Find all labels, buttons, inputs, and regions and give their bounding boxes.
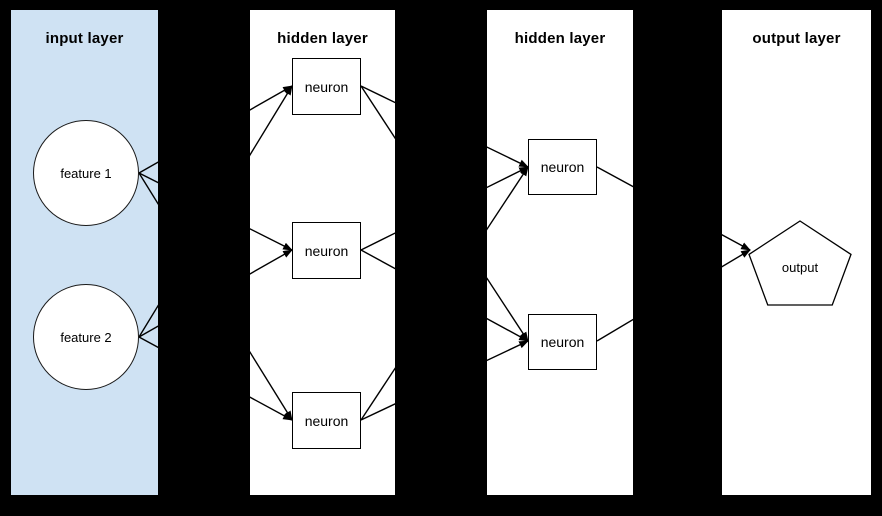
edge-hidden1-neuron-1-to-hidden2-neuron-2 <box>487 277 529 342</box>
edge-hidden1-neuron-3-to-hidden2-neuron-1 <box>360 367 395 421</box>
edge-feature-2-to-hidden1-neuron-3 <box>138 336 158 349</box>
edge-feature-2-to-hidden1-neuron-1 <box>250 85 293 157</box>
layer-column-hidden2[interactable]: hidden layer <box>487 10 633 495</box>
node-output-pentagon[interactable]: output <box>748 220 852 306</box>
edge-feature-2-to-hidden1-neuron-1 <box>138 304 158 338</box>
edge-hidden1-neuron-3-to-hidden2-neuron-2 <box>487 340 529 362</box>
edge-hidden1-neuron-1-to-hidden2-neuron-1 <box>360 85 395 104</box>
node-hidden2-neuron-1[interactable]: neuron <box>528 139 597 195</box>
edge-hidden1-neuron-3-to-hidden2-neuron-1 <box>487 166 529 231</box>
layer-title-output: output layer <box>752 30 841 47</box>
edge-feature-1-to-hidden1-neuron-2 <box>138 172 158 184</box>
edge-hidden1-neuron-2-to-hidden2-neuron-2 <box>487 317 529 342</box>
layer-title-hidden1: hidden layer <box>277 30 368 47</box>
node-hidden2-neuron-2[interactable]: neuron <box>528 314 597 370</box>
layer-edge-clip-hidden2 <box>487 10 633 495</box>
edge-hidden1-neuron-2-to-hidden2-neuron-2 <box>360 249 395 270</box>
edge-feature-2-to-hidden1-neuron-2 <box>250 249 293 275</box>
layer-title-hidden2: hidden layer <box>514 30 606 47</box>
node-hidden1-neuron-2[interactable]: neuron <box>292 222 361 279</box>
edge-layer <box>487 146 633 362</box>
edge-feature-1-to-hidden1-neuron-2 <box>250 228 293 251</box>
edge-hidden2-neuron-2-to-output <box>722 249 751 268</box>
edge-hidden1-neuron-2-to-hidden2-neuron-1 <box>487 166 529 189</box>
edge-layer <box>138 161 158 349</box>
edge-feature-2-to-hidden1-neuron-3 <box>250 396 293 421</box>
edge-hidden2-neuron-2-to-output <box>596 318 633 342</box>
edge-hidden1-neuron-3-to-hidden2-neuron-2 <box>360 403 395 421</box>
node-feature-2[interactable]: feature 2 <box>33 284 139 390</box>
node-hidden1-neuron-3[interactable]: neuron <box>292 392 361 449</box>
node-output-label: output <box>781 259 819 275</box>
node-feature-1[interactable]: feature 1 <box>33 120 139 226</box>
node-hidden1-neuron-1[interactable]: neuron <box>292 58 361 115</box>
edge-feature-1-to-hidden1-neuron-1 <box>250 85 293 111</box>
pentagon-shape <box>748 220 852 306</box>
edge-hidden2-neuron-1-to-output <box>722 234 751 251</box>
layer-edge-clip-input <box>11 10 158 495</box>
edge-hidden1-neuron-2-to-hidden2-neuron-1 <box>360 232 395 251</box>
edge-hidden2-neuron-1-to-output <box>596 166 633 188</box>
edge-feature-1-to-hidden1-neuron-3 <box>138 172 158 206</box>
layer-column-input[interactable]: input layer <box>11 10 158 495</box>
edge-hidden1-neuron-1-to-hidden2-neuron-2 <box>360 85 395 140</box>
edge-feature-1-to-hidden1-neuron-1 <box>138 161 158 174</box>
edge-feature-1-to-hidden1-neuron-3 <box>250 350 293 421</box>
edge-hidden1-neuron-1-to-hidden2-neuron-1 <box>487 146 529 168</box>
layer-title-input: input layer <box>45 30 124 47</box>
edge-feature-2-to-hidden1-neuron-2 <box>138 325 158 338</box>
